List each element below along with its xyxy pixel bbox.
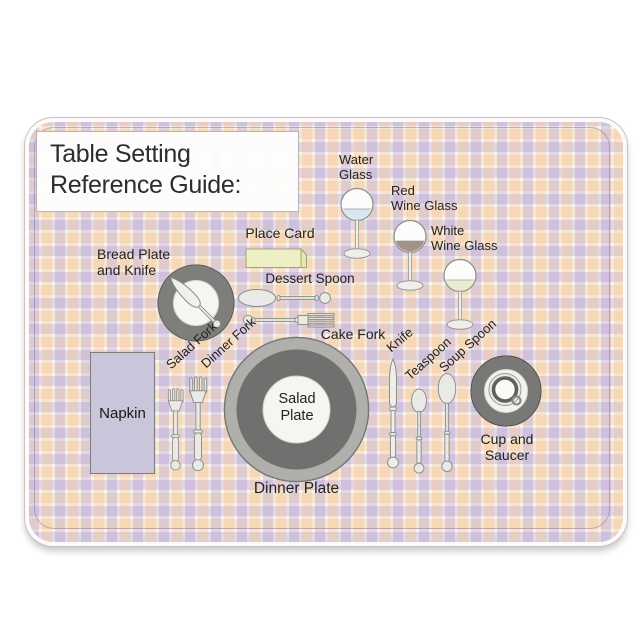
water-glass-label: Water Glass <box>339 152 374 182</box>
page-title-line2: Reference Guide: <box>50 171 242 199</box>
cup-and-saucer-label: Cup and Saucer <box>480 431 534 463</box>
salad-fork-icon <box>167 388 184 471</box>
napkin: Napkin <box>90 352 155 474</box>
white-wine-glass-label: White Wine Glass <box>431 223 498 253</box>
knife-icon <box>387 357 399 469</box>
soup-spoon-icon <box>437 373 457 473</box>
red-wine-glass-label: Red Wine Glass <box>391 183 458 213</box>
dinner-fork-icon <box>189 376 208 472</box>
dessert-spoon-label: Dessert Spoon <box>265 271 355 286</box>
place-card-label: Place Card <box>245 225 315 241</box>
page-title-line1: Table Setting <box>50 140 191 168</box>
bread-plate-icon <box>157 264 235 342</box>
white-wine-glass-icon <box>443 258 477 330</box>
water-glass-icon <box>340 187 374 259</box>
red-wine-glass-icon <box>393 219 427 291</box>
salad-plate-icon <box>262 375 331 444</box>
teaspoon-icon <box>411 388 427 474</box>
bread-plate-label: Bread Plate and Knife <box>97 246 171 278</box>
cake-fork-label: Cake Fork <box>320 326 386 342</box>
dinner-plate-label: Dinner Plate <box>253 480 340 497</box>
dessert-spoon-icon <box>238 289 331 307</box>
cake-fork-icon <box>242 313 335 328</box>
place-card-icon <box>245 247 307 268</box>
napkin-label: Napkin <box>99 404 146 422</box>
title-box: Table Setting Reference Guide: <box>36 131 299 212</box>
cup-and-saucer-icon <box>470 355 542 427</box>
dinner-plate-icon <box>223 336 370 483</box>
butter-knife-icon <box>169 276 221 328</box>
salad-plate-label: Salad Plate <box>278 391 316 424</box>
cup-handle-icon <box>511 395 522 406</box>
